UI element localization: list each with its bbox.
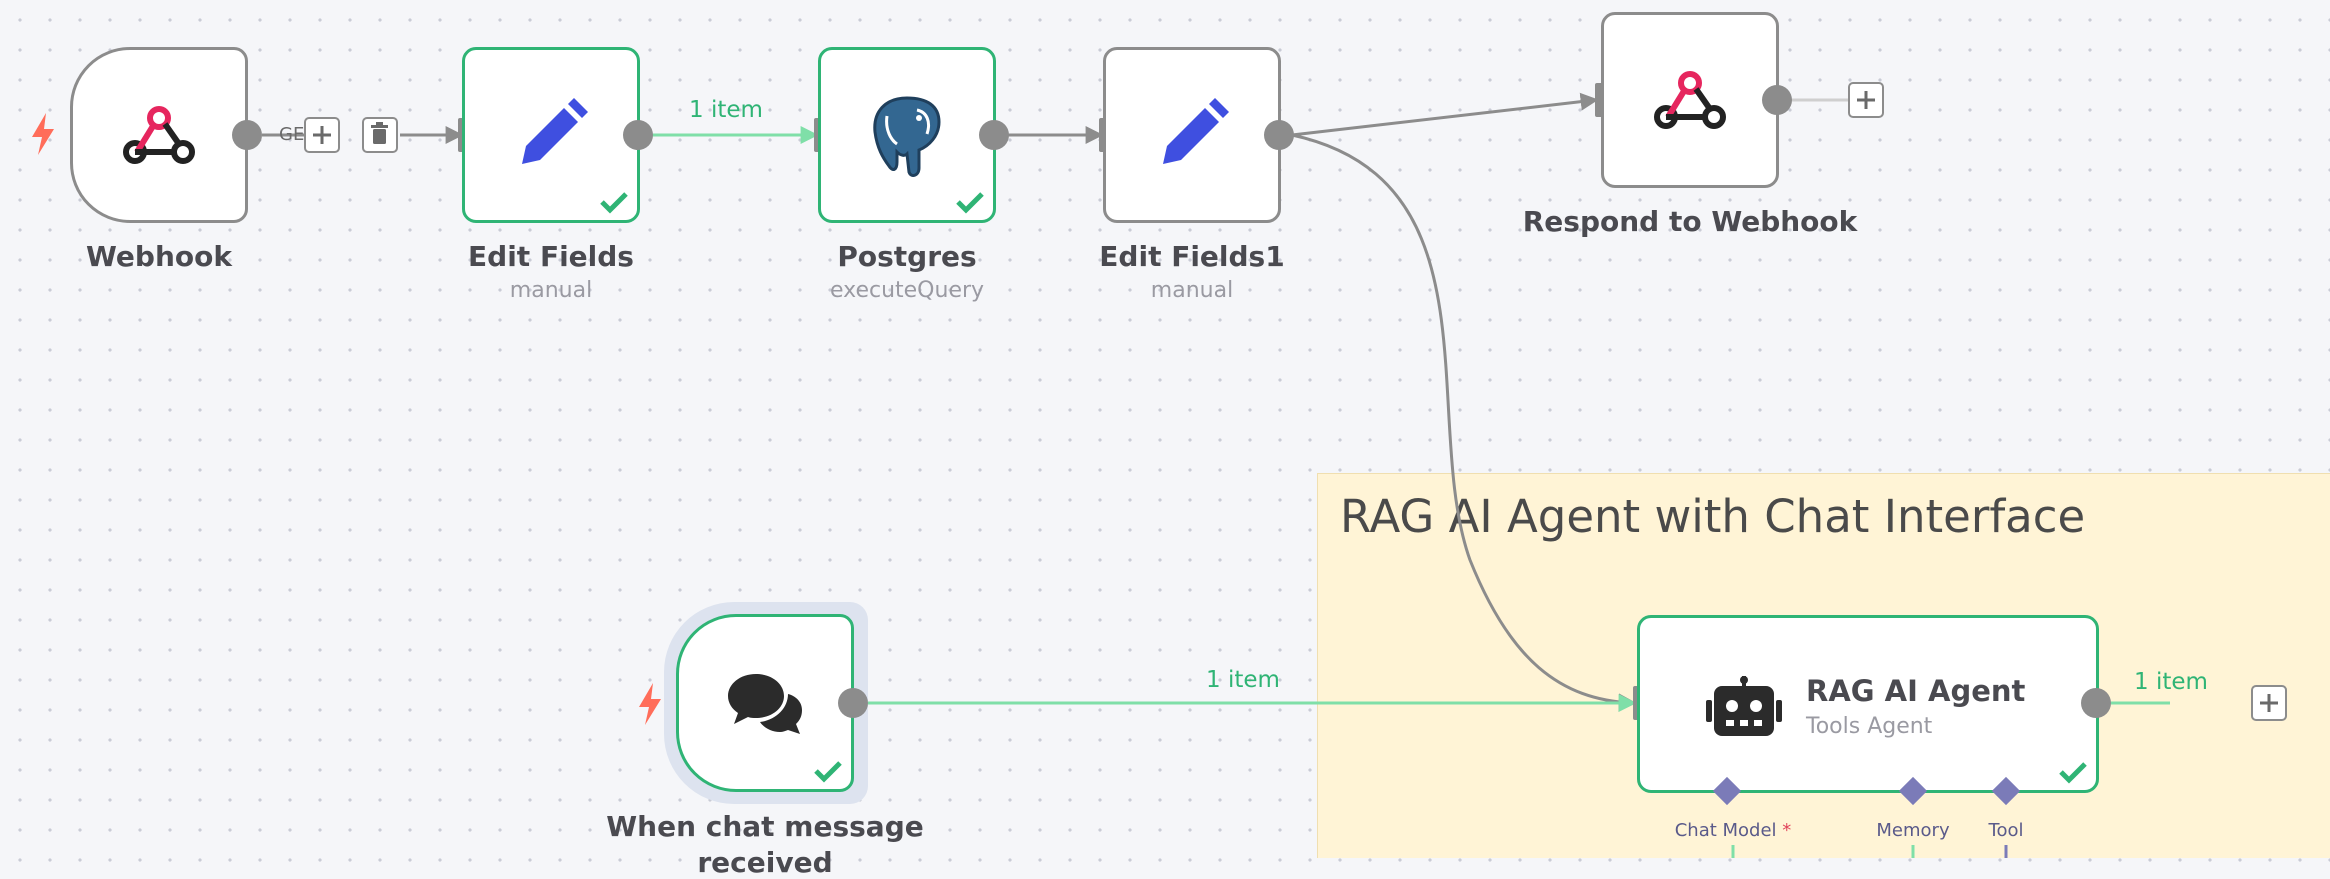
webhook-method-label: GE	[279, 124, 305, 145]
node-edit-fields-label: Edit Fields	[468, 240, 634, 273]
sub-connector-chat-model: Chat Model *	[1675, 820, 1792, 841]
pencil-icon	[1163, 98, 1229, 164]
success-check-icon	[956, 192, 984, 214]
success-check-icon	[814, 761, 842, 783]
node-respond-to-webhook[interactable]	[1601, 12, 1779, 188]
success-check-icon	[2059, 762, 2087, 784]
connection-layer	[262, 92, 2170, 858]
respond-output-handle[interactable]	[1762, 85, 1792, 115]
sub-connector-tool-label: Tool	[1988, 820, 2024, 841]
trash-icon	[371, 122, 388, 144]
trigger-bolt-icon	[639, 683, 661, 725]
required-indicator: *	[1782, 820, 1792, 841]
node-edit-fields-sublabel: manual	[509, 278, 593, 303]
sub-connector-memory: Memory	[1876, 820, 1949, 841]
sub-connector-tool: Tool	[1989, 820, 2024, 841]
node-webhook-label: Webhook	[86, 240, 232, 273]
rag-agent-subtitle: Tools Agent	[1806, 714, 1933, 739]
webhook-output-handle[interactable]	[232, 120, 262, 150]
postgres-output-handle[interactable]	[979, 120, 1009, 150]
sub-connector-chat-model-label: Chat Model	[1674, 820, 1777, 841]
edge-add-node-button[interactable]	[304, 117, 340, 153]
rag-agent-output-handle[interactable]	[2081, 688, 2111, 718]
edge-edit-fields1-rag-agent[interactable]	[1291, 133, 1637, 712]
postgres-elephant-icon	[873, 96, 941, 177]
node-respond-to-webhook-label: Respond to Webhook	[1522, 205, 1858, 238]
edge-item-count: 1 item	[2134, 669, 2208, 695]
rag-agent-title: RAG AI Agent	[1806, 674, 2026, 708]
rag-agent-add-node-button[interactable]	[2251, 685, 2287, 721]
node-postgres[interactable]	[818, 47, 996, 223]
node-chat-trigger-label: When chat message	[606, 810, 924, 843]
edge-edit-fields1-respond[interactable]	[1291, 92, 1599, 137]
edit-fields-output-handle[interactable]	[623, 120, 653, 150]
chat-trigger-output-handle[interactable]	[838, 688, 868, 718]
webhook-icon	[1654, 71, 1726, 129]
node-rag-ai-agent[interactable]: RAG AI Agent Tools Agent	[1637, 615, 2099, 793]
node-postgres-sublabel: executeQuery	[829, 278, 985, 303]
sticky-note-title: RAG AI Agent with Chat Interface	[1340, 490, 2086, 543]
node-edit-fields1-label: Edit Fields1	[1099, 240, 1285, 273]
node-postgres-label: Postgres	[837, 240, 977, 273]
node-webhook[interactable]	[70, 47, 248, 223]
node-edit-fields1-sublabel: manual	[1150, 278, 1234, 303]
chat-bubbles-icon	[728, 674, 802, 734]
respond-add-node-button[interactable]	[1848, 82, 1884, 118]
sub-connector-memory-label: Memory	[1876, 820, 1950, 841]
edge-item-count: 1 item	[1206, 667, 1280, 693]
trigger-bolt-icon	[32, 113, 54, 155]
node-chat-trigger-label-line2: received	[697, 846, 833, 879]
sticky-note[interactable]: RAG AI Agent with Chat Interface	[1317, 473, 2330, 858]
webhook-icon	[123, 106, 195, 164]
edge-item-count: 1 item	[689, 97, 763, 123]
node-edit-fields1[interactable]	[1103, 47, 1281, 223]
pencil-icon	[522, 98, 588, 164]
edit-fields1-output-handle[interactable]	[1264, 120, 1294, 150]
robot-icon	[1706, 676, 1782, 736]
node-chat-trigger[interactable]	[676, 614, 854, 792]
edge-delete-button[interactable]	[362, 117, 398, 153]
node-edit-fields[interactable]	[462, 47, 640, 223]
success-check-icon	[600, 192, 628, 214]
